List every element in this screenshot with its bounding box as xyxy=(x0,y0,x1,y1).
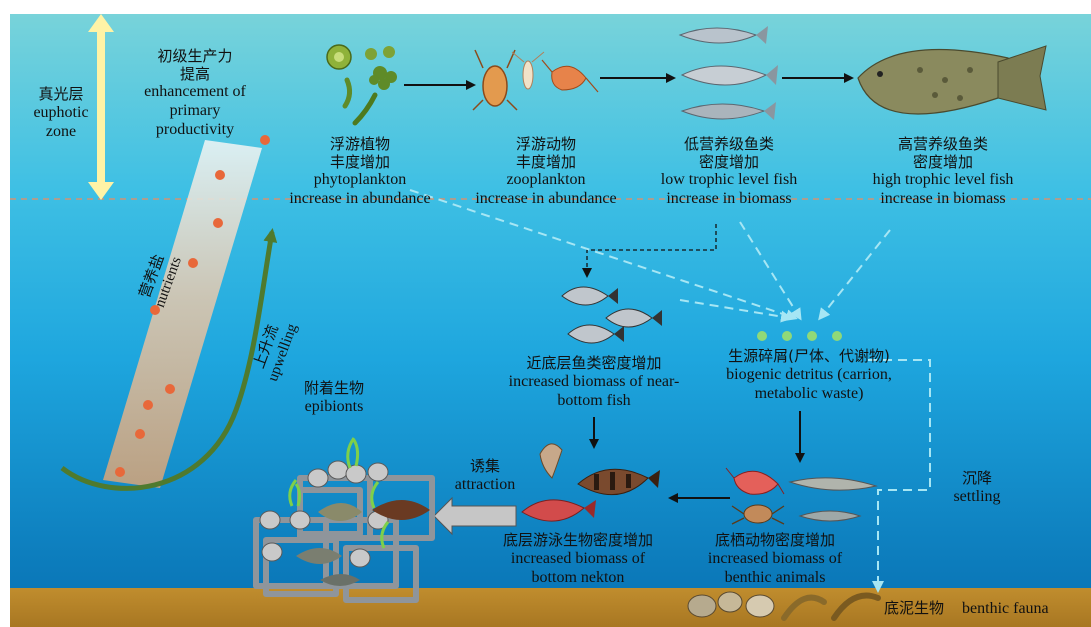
primary-cn-2: 提高 xyxy=(130,66,260,84)
zoo-en-2: increase in abundance xyxy=(456,190,636,209)
primary-productivity-label: 初级生产力 提高 enhancement of primary producti… xyxy=(130,48,260,140)
primary-en-3: productivity xyxy=(130,121,260,140)
zoo-cn-1: 浮游动物 xyxy=(456,136,636,154)
settling-cn: 沉降 xyxy=(932,470,1022,488)
zooplankton-label: 浮游动物 丰度增加 zooplankton increase in abunda… xyxy=(456,136,636,209)
phyto-en-1: phytoplankton xyxy=(270,171,450,190)
lowfish-en-1: low trophic level fish xyxy=(644,171,814,190)
primary-en-1: enhancement of xyxy=(130,83,260,102)
benthic-animals-label: 底栖动物密度增加 increased biomass of benthic an… xyxy=(690,532,860,587)
benthic-en-2: benthic animals xyxy=(690,569,860,588)
highfish-en-1: high trophic level fish xyxy=(858,171,1028,190)
phyto-cn-2: 丰度增加 xyxy=(270,154,450,172)
primary-cn-1: 初级生产力 xyxy=(130,48,260,66)
highfish-cn-2: 密度增加 xyxy=(858,154,1028,172)
primary-en-2: primary xyxy=(130,102,260,121)
attraction-en: attraction xyxy=(440,476,530,495)
epibionts-cn: 附着生物 xyxy=(284,380,384,398)
phyto-cn-1: 浮游植物 xyxy=(270,136,450,154)
highfish-en-2: increase in biomass xyxy=(858,190,1028,209)
zoo-cn-2: 丰度增加 xyxy=(456,154,636,172)
high-fish-label: 高营养级鱼类 密度增加 high trophic level fish incr… xyxy=(858,136,1028,209)
nearbottom-en-1: increased biomass of near- xyxy=(494,373,694,392)
highfish-cn-1: 高营养级鱼类 xyxy=(858,136,1028,154)
low-fish-label: 低营养级鱼类 密度增加 low trophic level fish incre… xyxy=(644,136,814,209)
euphotic-en-2: zone xyxy=(22,123,100,142)
nekton-en-1: increased biomass of xyxy=(478,550,678,569)
near-bottom-fish-label: 近底层鱼类密度增加 increased biomass of near- bot… xyxy=(494,355,694,410)
benthic-fauna-cn: 底泥生物 xyxy=(884,599,944,617)
detritus-en-2: metabolic waste) xyxy=(704,385,914,404)
detritus-label: 生源碎屑(尸体、代谢物) biogenic detritus (carrion,… xyxy=(704,348,914,403)
nearbottom-en-2: bottom fish xyxy=(494,392,694,411)
zoo-en-1: zooplankton xyxy=(456,171,636,190)
lowfish-en-2: increase in biomass xyxy=(644,190,814,209)
detritus-en-1: biogenic detritus (carrion, xyxy=(704,366,914,385)
nearbottom-cn: 近底层鱼类密度增加 xyxy=(494,355,694,373)
bottom-nekton-label: 底层游泳生物密度增加 increased biomass of bottom n… xyxy=(478,532,678,587)
attraction-label: 诱集 attraction xyxy=(440,458,530,495)
lowfish-cn-2: 密度增加 xyxy=(644,154,814,172)
nekton-cn: 底层游泳生物密度增加 xyxy=(478,532,678,550)
lowfish-cn-1: 低营养级鱼类 xyxy=(644,136,814,154)
epibionts-label: 附着生物 epibionts xyxy=(284,380,384,417)
detritus-cn: 生源碎屑(尸体、代谢物) xyxy=(704,348,914,366)
phytoplankton-label: 浮游植物 丰度增加 phytoplankton increase in abun… xyxy=(270,136,450,209)
attraction-cn: 诱集 xyxy=(440,458,530,476)
benthic-en-1: increased biomass of xyxy=(690,550,860,569)
nekton-en-2: bottom nekton xyxy=(478,569,678,588)
phyto-en-2: increase in abundance xyxy=(270,190,450,209)
euphotic-zone-label: 真光层 euphotic zone xyxy=(22,86,100,141)
benthic-fauna-label: 底泥生物 benthic fauna xyxy=(884,600,1089,619)
benthic-cn: 底栖动物密度增加 xyxy=(690,532,860,550)
benthic-fauna-en: benthic fauna xyxy=(962,600,1049,617)
settling-label: 沉降 settling xyxy=(932,470,1022,507)
epibionts-en: epibionts xyxy=(284,398,384,417)
settling-en: settling xyxy=(932,488,1022,507)
euphotic-cn: 真光层 xyxy=(22,86,100,104)
euphotic-en-1: euphotic xyxy=(22,104,100,123)
